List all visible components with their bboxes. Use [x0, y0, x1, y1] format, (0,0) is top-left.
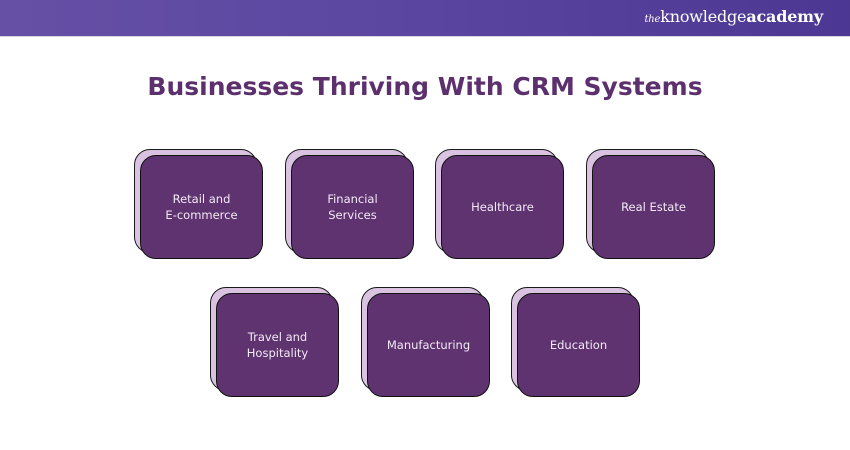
card-label: Retail and E-commerce [140, 155, 263, 259]
page-title: Businesses Thriving With CRM Systems [147, 72, 703, 101]
card-label: Travel and Hospitality [216, 293, 339, 397]
brand-logo[interactable]: theknowledgeacademy [644, 7, 823, 26]
card-label: Financial Services [291, 155, 414, 259]
industry-card-financial: Financial Services [285, 149, 415, 260]
card-label: Healthcare [441, 155, 564, 259]
industry-card-healthcare: Healthcare [435, 149, 565, 260]
industry-card-manufacturing: Manufacturing [361, 287, 491, 398]
industry-card-real-estate: Real Estate [586, 149, 716, 260]
industry-card-travel: Travel and Hospitality [210, 287, 340, 398]
card-label: Real Estate [592, 155, 715, 259]
card-label: Manufacturing [367, 293, 490, 397]
industry-card-education: Education [511, 287, 641, 398]
card-label: Education [517, 293, 640, 397]
logo-part2: academy [746, 7, 823, 26]
logo-part1: knowledge [660, 7, 747, 26]
logo-prefix: the [644, 14, 661, 25]
industry-card-retail: Retail and E-commerce [134, 149, 264, 260]
header-bar: theknowledgeacademy [0, 0, 850, 37]
